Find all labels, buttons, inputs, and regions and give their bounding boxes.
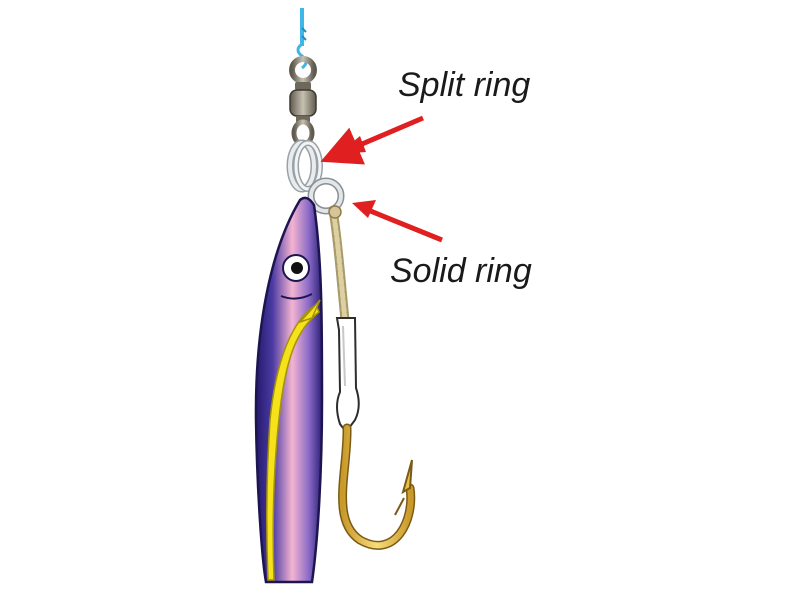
swivel [289,56,317,147]
split-ring-label: Split ring [398,66,530,104]
split-ring [286,139,323,193]
fishing-line [296,8,308,70]
hook [338,423,416,550]
sleeve [335,317,360,434]
lure-eye-icon [282,254,310,282]
solid-ring-label: Solid ring [390,252,532,290]
solid-ring-arrow [352,200,443,243]
split-ring-arrow [320,115,424,165]
assist-cord [328,205,350,325]
solid-ring [307,177,345,215]
lure [254,196,324,584]
